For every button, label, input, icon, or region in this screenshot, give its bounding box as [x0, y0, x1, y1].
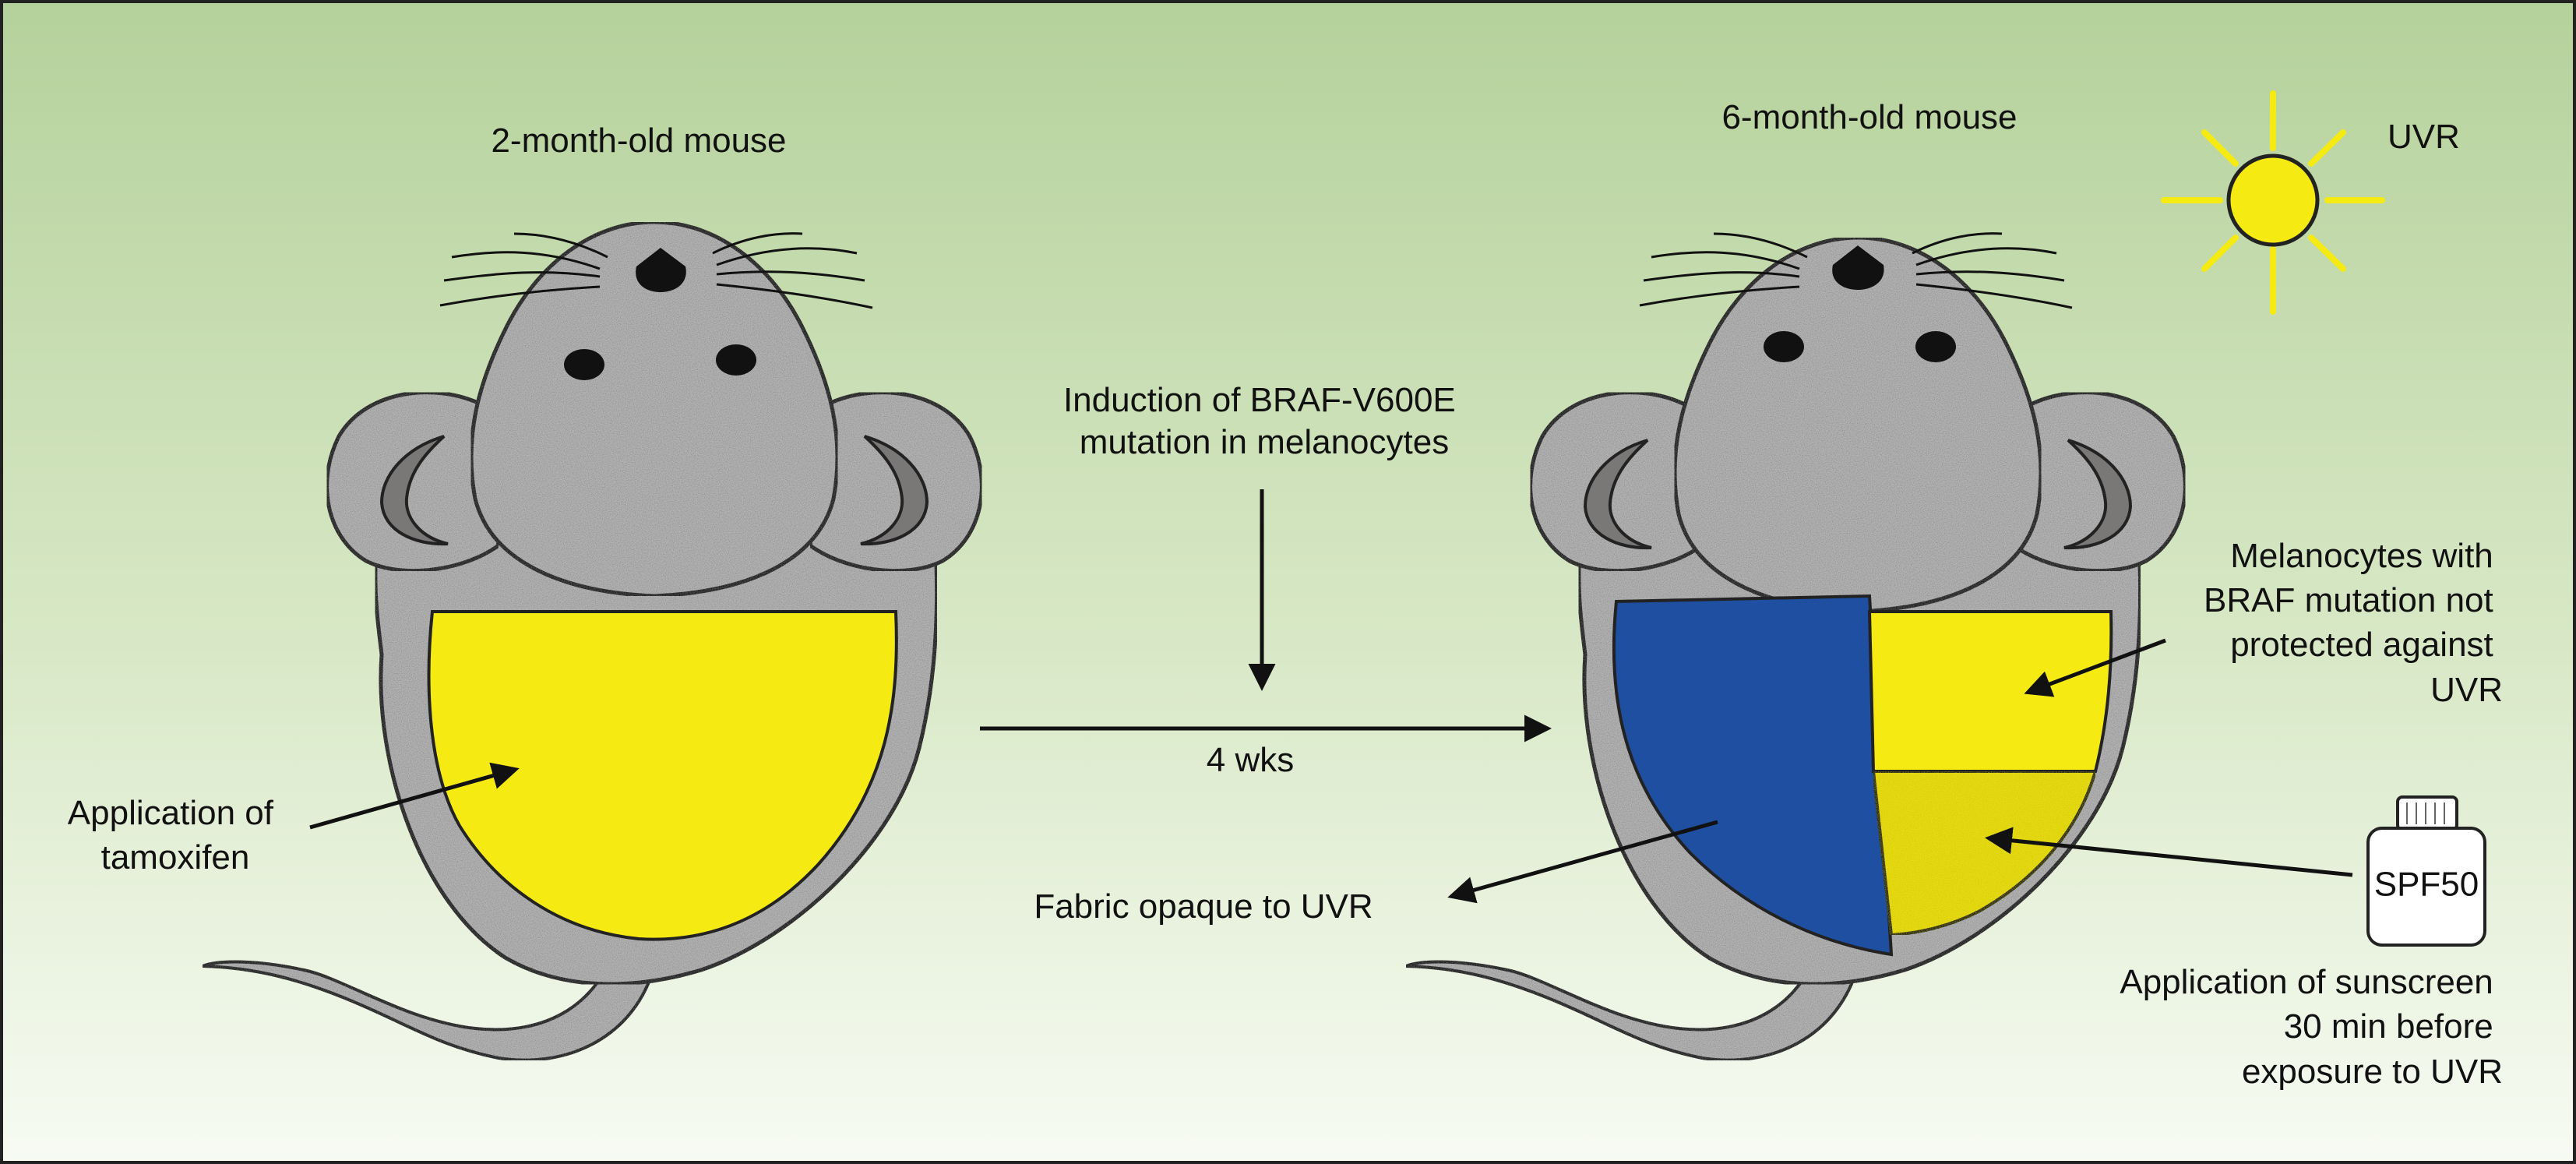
sun-icon	[2161, 90, 2385, 315]
label-induction-line-2: mutation in melanocytes	[1080, 423, 1449, 461]
arrow-braf-unprotected	[2024, 638, 2166, 697]
label-sunscreen-line-3: exposure to UVR	[2242, 1053, 2503, 1091]
label-induction: Induction of BRAF-V600E mutation in mela…	[1063, 381, 1465, 461]
mouse-old-nose	[1832, 245, 1884, 290]
label-braf-line-3: protected against	[2230, 626, 2493, 664]
label-sunscreen-line-1: Application of sunscreen	[2120, 963, 2493, 1001]
label-tamoxifen: Application of tamoxifen	[68, 794, 283, 877]
mouse-old-tail	[1405, 929, 1864, 1062]
braf-unprotected-patch	[1867, 610, 2113, 773]
arrow-tamoxifen	[309, 762, 520, 830]
label-induction-line-1: Induction of BRAF-V600E	[1063, 381, 1456, 419]
arrows	[309, 489, 2353, 904]
label-braf-unprotected: Melanocytes with BRAF mutation not prote…	[2204, 537, 2503, 709]
mouse-old-eye-right	[1915, 331, 1956, 362]
mouse-young-nose	[636, 248, 686, 292]
mouse-young-inner-ear-left	[379, 435, 449, 546]
mouse-young-eye-right	[716, 344, 756, 376]
tamoxifen-patch	[427, 610, 898, 941]
arrow-fabric	[1447, 820, 1718, 904]
mouse-old-whiskers	[1639, 232, 2073, 309]
label-braf-line-4: UVR	[2430, 671, 2503, 709]
label-braf-line-2: BRAF mutation not	[2204, 581, 2493, 619]
arrow-sunscreen	[1985, 827, 2353, 877]
sunscreen-bottle-label: SPF50	[2374, 866, 2479, 904]
mouse-old-eye-left	[1764, 331, 1804, 362]
mouse-young-figure	[202, 220, 984, 1062]
mouse-old-inner-ear-left	[1583, 439, 1652, 550]
label-sunscreen-note: Application of sunscreen 30 min before e…	[2120, 963, 2503, 1091]
mouse-young-ear-right	[808, 390, 984, 573]
label-mouse-young: 2-month-old mouse	[491, 122, 786, 160]
label-interval: 4 wks	[1207, 741, 1294, 779]
label-braf-line-1: Melanocytes with	[2230, 537, 2493, 575]
fabric-patch	[1612, 594, 1894, 957]
label-fabric: Fabric opaque to UVR	[1034, 887, 1373, 926]
label-uvr: UVR	[2387, 118, 2460, 156]
mouse-young-tail	[202, 929, 661, 1062]
sunscreen-bottle-icon: SPF50	[2366, 795, 2486, 947]
mouse-young-head	[469, 220, 840, 598]
mouse-young-eye-left	[564, 349, 604, 380]
label-tamoxifen-line-1: Application of	[68, 794, 274, 832]
mouse-old-inner-ear-right	[2063, 439, 2133, 550]
sunscreen-patch	[1871, 770, 2098, 937]
label-mouse-old: 6-month-old mouse	[1721, 98, 2017, 136]
mouse-young-ear-left	[325, 390, 501, 573]
label-tamoxifen-line-2: tamoxifen	[101, 838, 250, 877]
mouse-young-inner-ear-right	[860, 435, 929, 546]
mouse-young-whiskers	[439, 232, 873, 309]
label-sunscreen-line-2: 30 min before	[2284, 1007, 2493, 1046]
